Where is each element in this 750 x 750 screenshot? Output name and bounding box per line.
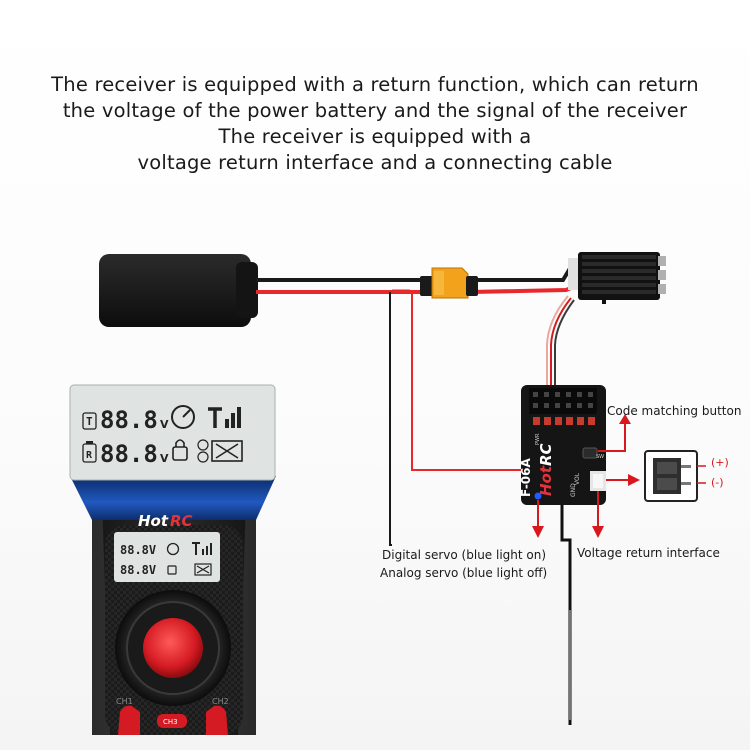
model-select-icon <box>197 439 243 463</box>
transmitter-brand-rc: RC <box>170 512 193 530</box>
transmitter-ch3-label: CH3 <box>163 718 178 726</box>
lcd-row2-tag: R <box>86 450 93 461</box>
heading-line-3: The receiver is equipped with a <box>218 125 532 148</box>
lcd-row2-unit: V <box>160 452 169 465</box>
lcd-row1-tag: T <box>86 415 93 428</box>
analog-servo-label: Analog servo (blue light off) <box>380 566 548 580</box>
heading-line-1: The receiver is equipped with a return f… <box>51 73 699 96</box>
transmitter <box>69 384 276 735</box>
callout-arrows <box>532 414 640 538</box>
lcd-row1-unit: V <box>160 418 169 431</box>
receiver-vol-label: VOL <box>574 472 581 485</box>
lcd-row1-value: 88.8 <box>100 406 158 434</box>
heading-line-2: the voltage of the power battery and the… <box>62 99 688 122</box>
receiver-pwr-label: PWR <box>535 433 541 445</box>
gauge-icon <box>171 405 195 429</box>
heading-text: The receiver is equipped with a return f… <box>0 72 750 176</box>
heading-line-4: voltage return interface and a connectin… <box>137 151 613 174</box>
esc-module <box>568 252 666 304</box>
receiver-brand-rc: RC <box>537 443 555 466</box>
transmitter-brand-hot: Hot <box>138 512 169 530</box>
receiver-model-text: F-06A <box>519 457 533 497</box>
receiver-sw-label: SW <box>596 454 604 460</box>
mini-lock-icon <box>167 565 177 575</box>
signal-strength-icon <box>208 407 241 428</box>
receiver-brand-hot: Hot <box>537 465 555 496</box>
xt60-connector <box>420 267 478 299</box>
plus-label: (+) <box>711 456 729 469</box>
mini-lcd-row1: 88.8V <box>120 543 156 557</box>
receiver-gnd-label: GND <box>570 483 577 497</box>
mini-gauge-icon <box>166 542 180 556</box>
esc-signal-wires <box>546 295 575 392</box>
receiver <box>521 385 606 725</box>
transmitter-ch2-label: CH2 <box>212 697 229 706</box>
mini-signal-icon <box>192 542 212 555</box>
battery-pack <box>99 254 258 327</box>
transmitter-ch1-label: CH1 <box>116 697 133 706</box>
minus-label: (-) <box>711 476 724 489</box>
digital-servo-label: Digital servo (blue light on) <box>382 548 547 562</box>
lock-icon <box>172 439 188 461</box>
voltage-return-label: Voltage return interface <box>577 546 720 560</box>
return-cable-connector <box>644 450 706 502</box>
lcd-row2-value: 88.8 <box>100 440 158 468</box>
code-matching-label: Code matching button <box>607 404 742 418</box>
mini-lcd-row2: 88.8V <box>120 563 156 577</box>
mini-model-icon <box>194 563 212 576</box>
